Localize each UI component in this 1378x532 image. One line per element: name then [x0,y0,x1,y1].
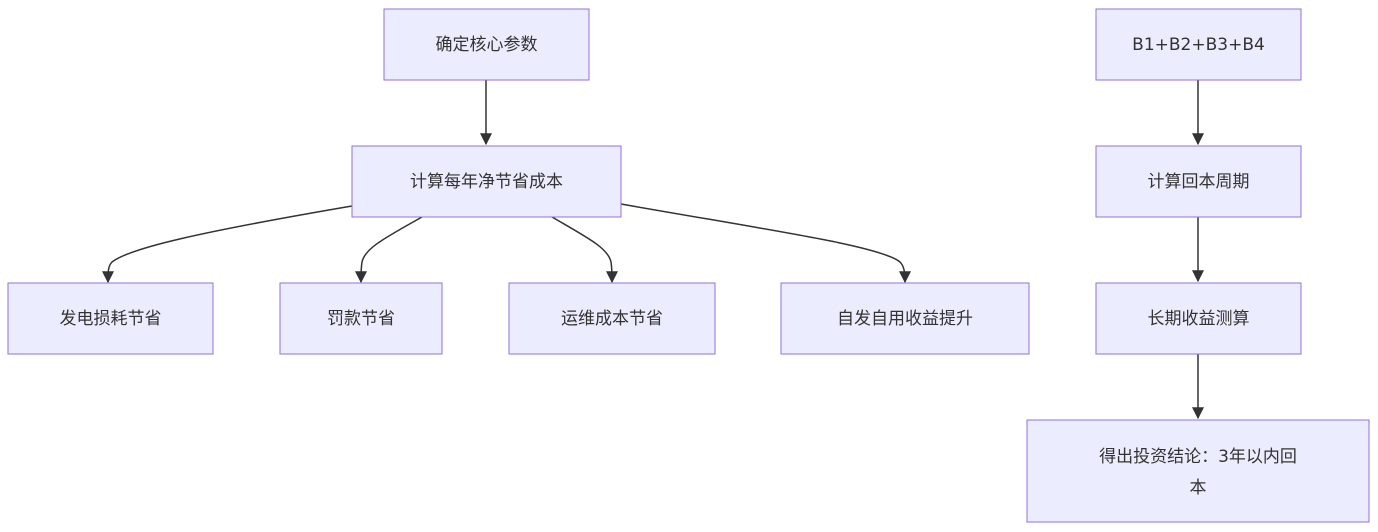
node-core-params-label: 确定核心参数 [436,35,538,55]
node-om-saving: 运维成本节省 [508,282,716,355]
node-core-params: 确定核心参数 [383,8,590,81]
node-payback-label: 计算回本周期 [1148,172,1250,192]
node-penalty-saving: 罚款节省 [279,282,443,355]
node-self-use-gain-label: 自发自用收益提升 [837,309,973,329]
node-conclusion-label-line2: 本 [1190,478,1207,498]
edge-annual-saving-to-penalty-saving [355,216,423,284]
edge-annual-saving-to-om-saving [551,216,618,284]
node-om-saving-label: 运维成本节省 [561,309,663,329]
node-long-term: 长期收益测算 [1095,282,1302,355]
node-annual-saving: 计算每年净节省成本 [351,145,622,218]
node-self-use-gain: 自发自用收益提升 [780,282,1030,355]
node-payback: 计算回本周期 [1095,145,1302,218]
node-sum-b-label: B1+B2+B3+B4 [1132,35,1265,55]
node-conclusion: 得出投资结论：3年以内回 本 [1026,419,1370,523]
node-gen-loss-saving-label: 发电损耗节省 [60,309,162,329]
node-conclusion-label-line1: 得出投资结论：3年以内回 [1099,447,1297,467]
node-gen-loss-saving: 发电损耗节省 [7,282,214,355]
node-long-term-label: 长期收益测算 [1148,309,1250,329]
edge-annual-saving-to-gen-loss-saving [102,205,353,284]
node-annual-saving-label: 计算每年净节省成本 [410,172,563,192]
node-sum-b: B1+B2+B3+B4 [1095,8,1302,81]
node-penalty-saving-label: 罚款节省 [327,309,395,329]
edge-annual-saving-to-self-use-gain [620,203,911,284]
edges [102,80,1204,420]
